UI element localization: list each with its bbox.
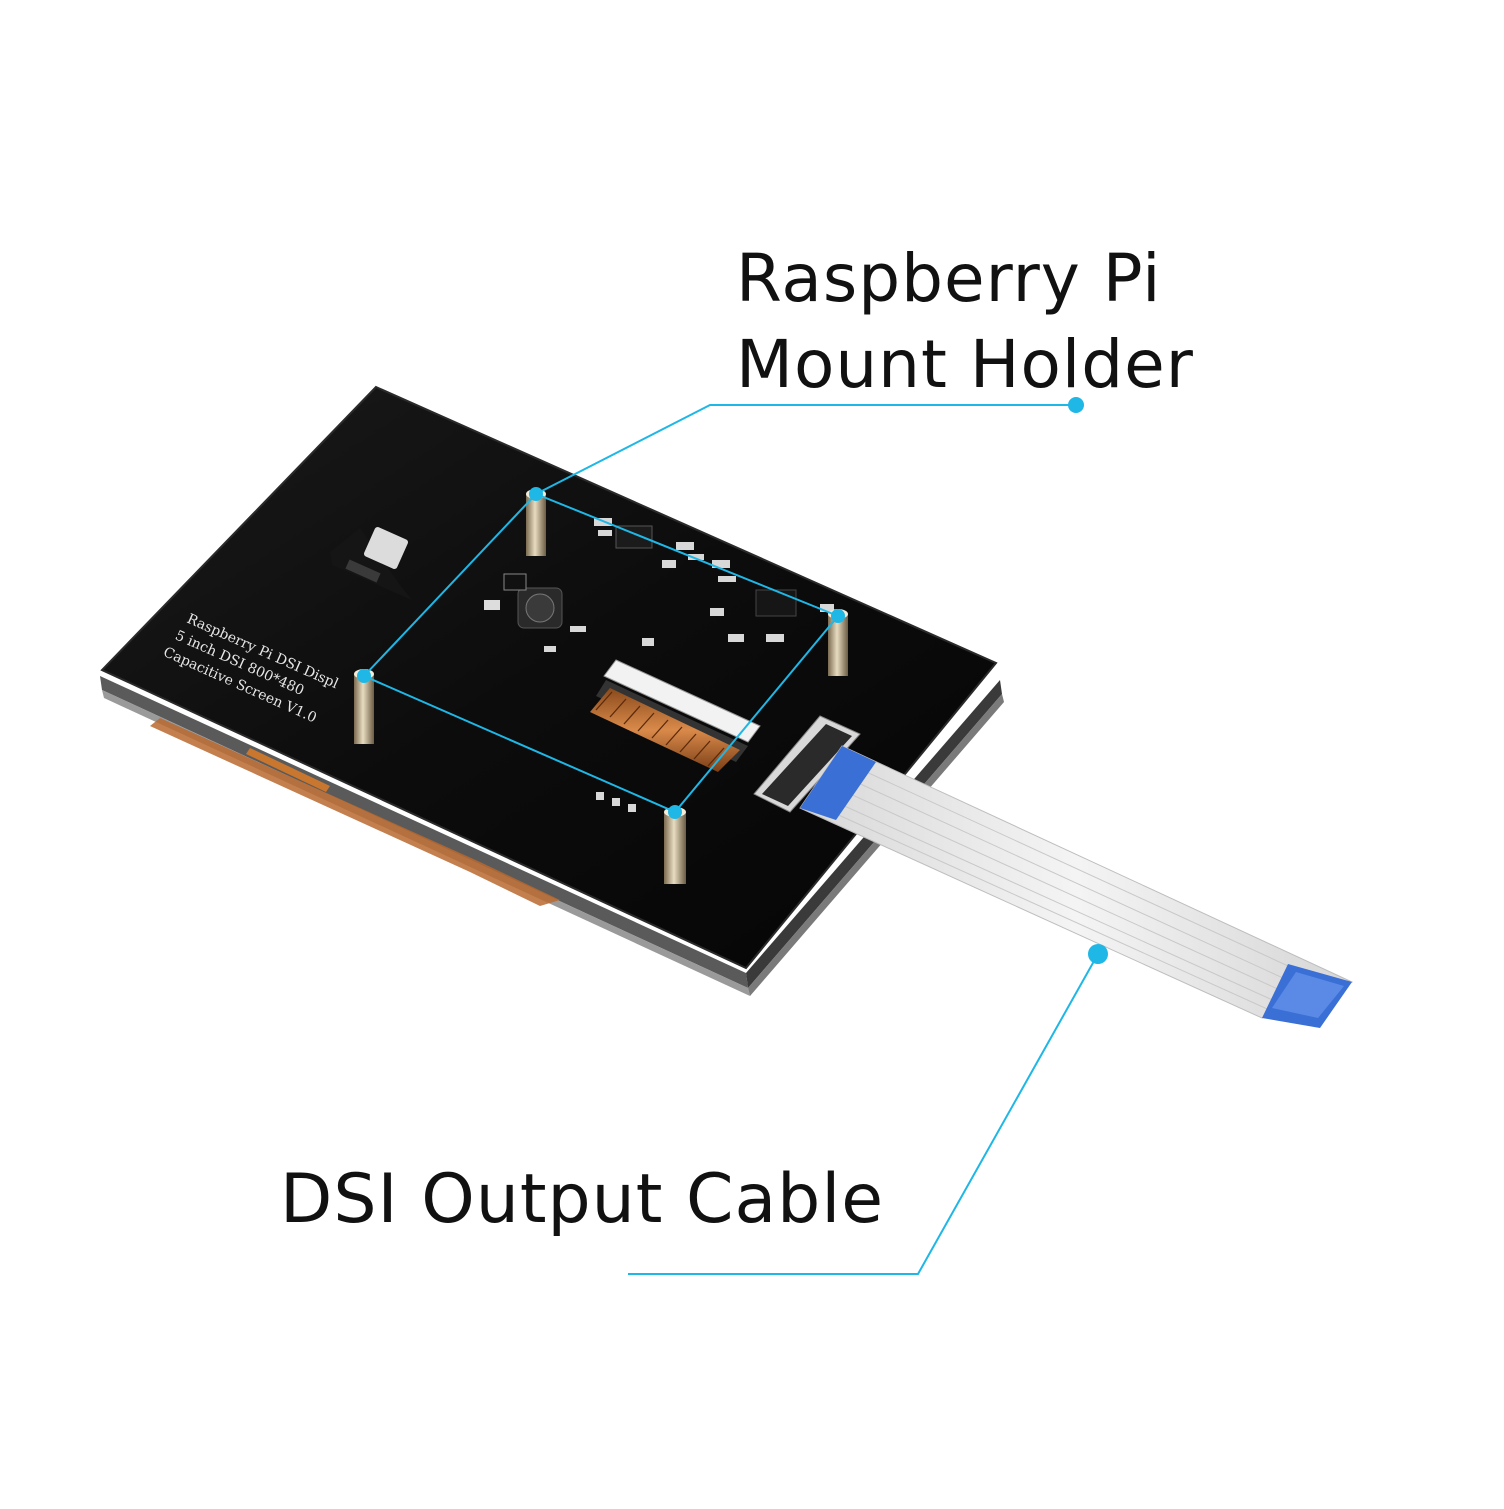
mount-holder-leader [535, 404, 1076, 495]
power-switch-icon [330, 527, 412, 600]
flex-cable [799, 745, 1354, 1028]
smd-components [544, 518, 834, 812]
fpc-connector [590, 659, 761, 772]
inductor-icon [484, 573, 563, 629]
mount-holder-label: Raspberry Pi Mount Holder [736, 236, 1194, 408]
standoffs [354, 489, 848, 884]
pcb-board [100, 385, 998, 970]
mount-holder-label-line-1: Raspberry Pi [736, 240, 1162, 317]
mount-holder-label-line-2: Mount Holder [736, 326, 1194, 403]
cable-connector [753, 715, 861, 813]
callout-dots [357, 397, 1108, 964]
dsi-cable-leader [628, 953, 1099, 1275]
dsi-cable-label: DSI Output Cable [280, 1160, 885, 1239]
